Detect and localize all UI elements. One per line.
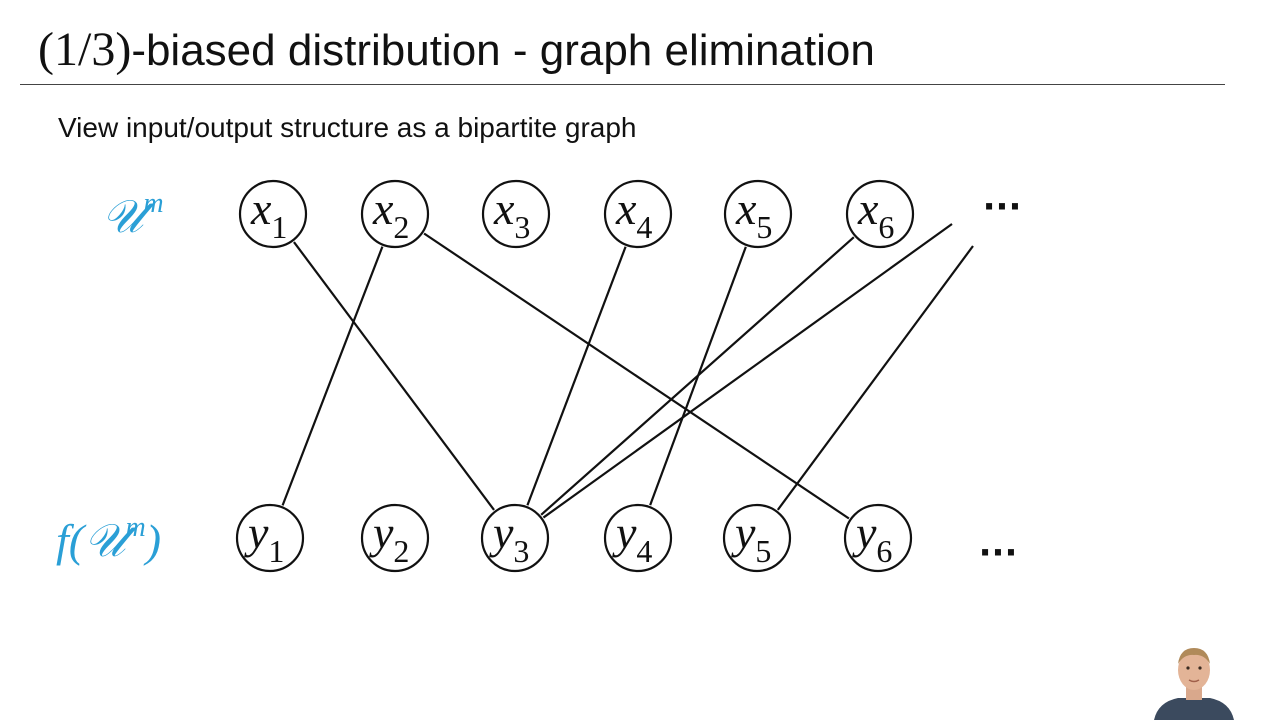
node-circle <box>723 179 793 249</box>
bottom-row-label: f(𝒰m) <box>56 512 161 566</box>
node-label: x2 <box>372 183 409 245</box>
node-circle <box>845 179 915 249</box>
node-label: y4 <box>612 507 652 569</box>
edge-top_ellipsis-y5 <box>776 245 974 511</box>
top-row-label-sup: m <box>143 188 163 219</box>
node-letter: y <box>612 507 637 558</box>
node-circle <box>722 503 792 573</box>
title-divider <box>20 84 1225 85</box>
node-subscript: 1 <box>268 533 284 569</box>
node-subscript: 2 <box>393 533 409 569</box>
node-subscript: 1 <box>271 209 287 245</box>
node-label: x5 <box>735 183 772 245</box>
node-subscript: 4 <box>636 209 652 245</box>
node-circle <box>235 503 305 573</box>
node-y1: y1 <box>235 503 305 573</box>
node-subscript: 4 <box>636 533 652 569</box>
node-circle <box>603 179 673 249</box>
node-label: x1 <box>250 183 287 245</box>
node-x3: x3 <box>481 179 551 249</box>
node-subscript: 3 <box>514 209 530 245</box>
title-fraction: (1/3) <box>38 23 132 76</box>
node-label: y5 <box>731 507 771 569</box>
top-row-label: 𝒰m <box>102 188 164 242</box>
node-subscript: 2 <box>393 209 409 245</box>
node-y4: y4 <box>603 503 673 573</box>
node-letter: x <box>615 183 637 234</box>
node-subscript: 6 <box>876 533 892 569</box>
node-subscript: 3 <box>513 533 529 569</box>
node-circle <box>843 503 913 573</box>
slide-title: (1/3)-biased distribution - graph elimin… <box>38 22 875 77</box>
node-subscript: 6 <box>878 209 894 245</box>
node-circle <box>603 503 673 573</box>
edge-x1-y3 <box>293 241 495 511</box>
node-letter: x <box>857 183 879 234</box>
node-circle <box>238 179 308 249</box>
node-circle <box>360 503 430 573</box>
presenter-webcam-icon <box>1148 640 1240 720</box>
node-y2: y2 <box>360 503 430 573</box>
bottom-row-label-prefix: f( <box>56 515 87 566</box>
bottom-row-label-suffix: ) <box>143 515 161 566</box>
edge-x4-y3 <box>526 246 627 506</box>
node-label: y3 <box>489 507 529 569</box>
node-x1: x1 <box>238 179 308 249</box>
node-y3: y3 <box>480 503 550 573</box>
slide-subtitle: View input/output structure as a biparti… <box>58 112 637 143</box>
node-circle <box>360 179 430 249</box>
node-letter: x <box>372 183 394 234</box>
edge-x6-y3 <box>540 236 855 516</box>
edge-x2-y6 <box>423 232 850 520</box>
node-subscript: 5 <box>755 533 771 569</box>
node-letter: y <box>489 507 514 558</box>
edge-top_ellipsis-y3 <box>542 223 953 519</box>
node-label: x4 <box>615 183 652 245</box>
node-letter: y <box>369 507 394 558</box>
node-label: x6 <box>857 183 894 245</box>
title-text: -biased distribution - graph elimination <box>131 26 875 75</box>
node-circle <box>480 503 550 573</box>
node-x2: x2 <box>360 179 430 249</box>
node-circle <box>481 179 551 249</box>
node-label: y1 <box>244 507 284 569</box>
node-x5: x5 <box>723 179 793 249</box>
node-letter: y <box>852 507 877 558</box>
node-x4: x4 <box>603 179 673 249</box>
bottom-row-label-sup: m <box>126 512 146 543</box>
graph-edges <box>281 223 974 520</box>
node-label: y2 <box>369 507 409 569</box>
node-y5: y5 <box>722 503 792 573</box>
edge-x2-y1 <box>281 246 384 506</box>
node-y6: y6 <box>843 503 913 573</box>
node-label: y6 <box>852 507 892 569</box>
node-letter: x <box>493 183 515 234</box>
node-letter: y <box>244 507 269 558</box>
node-subscript: 5 <box>756 209 772 245</box>
node-letter: y <box>731 507 756 558</box>
node-letter: x <box>250 183 272 234</box>
top-ellipsis: ··· <box>983 187 1022 227</box>
node-x6: x6 <box>845 179 915 249</box>
bottom-ellipsis: ··· <box>979 533 1018 573</box>
node-label: x3 <box>493 183 530 245</box>
node-letter: x <box>735 183 757 234</box>
